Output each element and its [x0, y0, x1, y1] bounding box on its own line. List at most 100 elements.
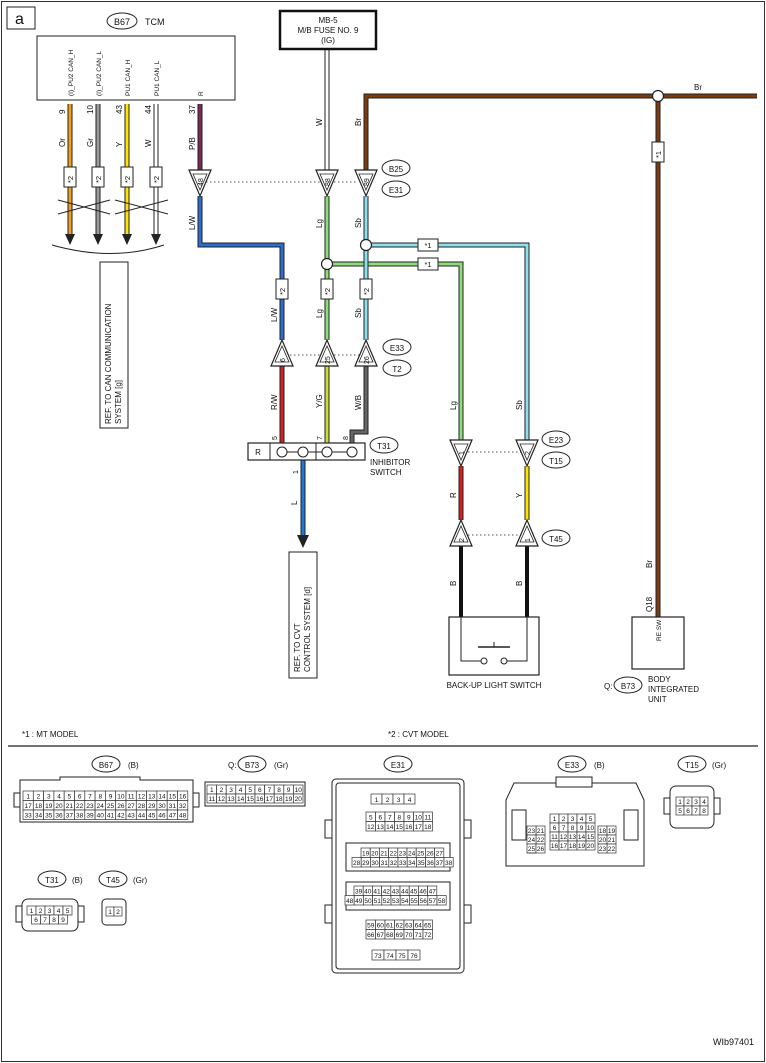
pin-cell: 4: [235, 784, 246, 795]
pin-cell: 17: [558, 840, 569, 851]
svg-text:20: 20: [599, 837, 607, 844]
pin-cell: 9: [283, 784, 294, 795]
wire-label-sb: Sb: [354, 218, 363, 228]
svg-text:47: 47: [169, 813, 177, 820]
view-ref: T31: [45, 876, 59, 885]
pin-cell: 75: [395, 949, 409, 961]
svg-text:9: 9: [61, 917, 65, 924]
pin-cell: 23: [597, 843, 608, 854]
pin-cell: 3: [43, 790, 55, 801]
pin-cell: 16: [254, 793, 265, 804]
ref-e33: E33: [390, 344, 405, 353]
wire-label-wb: W/B: [354, 395, 363, 410]
pin-cell: 28: [351, 857, 362, 868]
svg-text:11: 11: [128, 794, 135, 801]
pin-cell: 59: [365, 919, 376, 930]
mark-text: *2: [278, 288, 287, 295]
svg-text:8: 8: [397, 815, 401, 822]
pin-cell: 40: [94, 809, 106, 820]
pin-cell: 13: [567, 831, 578, 842]
svg-text:26: 26: [426, 851, 434, 858]
svg-text:45: 45: [148, 813, 156, 820]
terminal-26: 26: [354, 338, 378, 367]
mark-text: *2: [66, 176, 75, 183]
view-color: (B): [128, 761, 139, 770]
terminal-48: 48: [188, 169, 212, 198]
svg-text:19: 19: [362, 851, 370, 858]
wire-label-lg-2: Lg: [315, 309, 324, 318]
pin-cell: 14: [384, 821, 395, 832]
wires: [67, 50, 757, 617]
ref-t2: T2: [392, 365, 402, 374]
ref-cvt-line1: REF. TO CVT: [293, 623, 302, 672]
svg-text:18: 18: [599, 828, 607, 835]
pin-cell: 56: [418, 895, 429, 906]
pin-cell: 24: [94, 800, 106, 811]
pin-cell: 16: [549, 840, 560, 851]
terminal-2: 2: [515, 439, 539, 468]
svg-text:6: 6: [258, 787, 262, 794]
mark-box: *2: [149, 166, 163, 188]
tcm-name: TCM: [145, 17, 165, 27]
terminal-6: 6: [270, 338, 294, 367]
svg-text:8: 8: [277, 787, 281, 794]
pin-cell: 14: [576, 831, 587, 842]
pin-cell: 4: [53, 905, 64, 916]
legend-cvt: *2 : CVT MODEL: [388, 730, 449, 739]
svg-text:55: 55: [410, 898, 418, 905]
pin-cell: 3: [392, 793, 405, 805]
svg-text:2: 2: [116, 909, 120, 916]
svg-text:5: 5: [68, 794, 72, 801]
tcm-pin: 9: [58, 109, 67, 114]
pin-cell: 11: [125, 790, 137, 801]
cvt-feed-marks: *2 *2 *2: [275, 278, 373, 300]
svg-text:8: 8: [702, 808, 706, 815]
pin-cell: 45: [146, 809, 158, 820]
pin-cell: 13: [225, 793, 237, 804]
pin-cell: 22: [388, 847, 399, 858]
svg-text:1: 1: [26, 794, 30, 801]
svg-text:56: 56: [420, 898, 428, 905]
pin-cell: 18: [422, 821, 433, 832]
svg-text:48: 48: [346, 898, 354, 905]
pin-cell: 66: [365, 929, 376, 940]
svg-text:32: 32: [179, 803, 187, 810]
pin-cell: 49: [353, 895, 364, 906]
svg-text:38: 38: [76, 813, 84, 820]
wire-sb: [363, 196, 530, 440]
pin-cell: 9: [403, 811, 414, 822]
svg-text:18: 18: [275, 796, 283, 803]
pin-cell: 6: [549, 822, 560, 833]
pin-cell: 18: [32, 800, 44, 811]
corner-box: [6, 6, 36, 30]
wire-label-sb-3: Sb: [515, 400, 524, 410]
pin-cell: 39: [353, 885, 364, 896]
twisted-pair-marks: [57, 199, 169, 215]
pin-cell: 9: [58, 914, 68, 925]
pin-cell: 13: [375, 821, 386, 832]
pin-text: 1: [459, 451, 466, 455]
pin-cell: 44: [399, 885, 410, 896]
svg-text:19: 19: [608, 828, 616, 835]
pin-text: 8: [343, 436, 350, 440]
view-color: (Gr): [133, 876, 148, 885]
svg-text:15: 15: [587, 834, 595, 841]
tcm-wire-labels: Or Gr Y W P/B: [58, 137, 197, 150]
svg-text:51: 51: [374, 898, 382, 905]
svg-text:9: 9: [287, 787, 291, 794]
pin-cell: 12: [135, 790, 147, 801]
pin-cell: 38: [443, 857, 454, 868]
pin-cell: 73: [371, 949, 385, 961]
wire-label-br-2: Br: [645, 560, 654, 568]
pin-cell: 22: [535, 834, 546, 845]
pin-cell: 33: [22, 809, 34, 820]
svg-text:21: 21: [66, 803, 74, 810]
pin-cell: 5: [365, 811, 376, 822]
svg-text:31: 31: [169, 803, 177, 810]
pin-cell: 47: [427, 885, 438, 896]
pin-cell: 23: [526, 825, 537, 836]
tcm-signal-5: R: [198, 91, 205, 96]
body-unit-prefix: Q:: [604, 682, 612, 691]
pin-cell: 4: [576, 813, 587, 824]
terminal-88: 88: [315, 169, 339, 198]
